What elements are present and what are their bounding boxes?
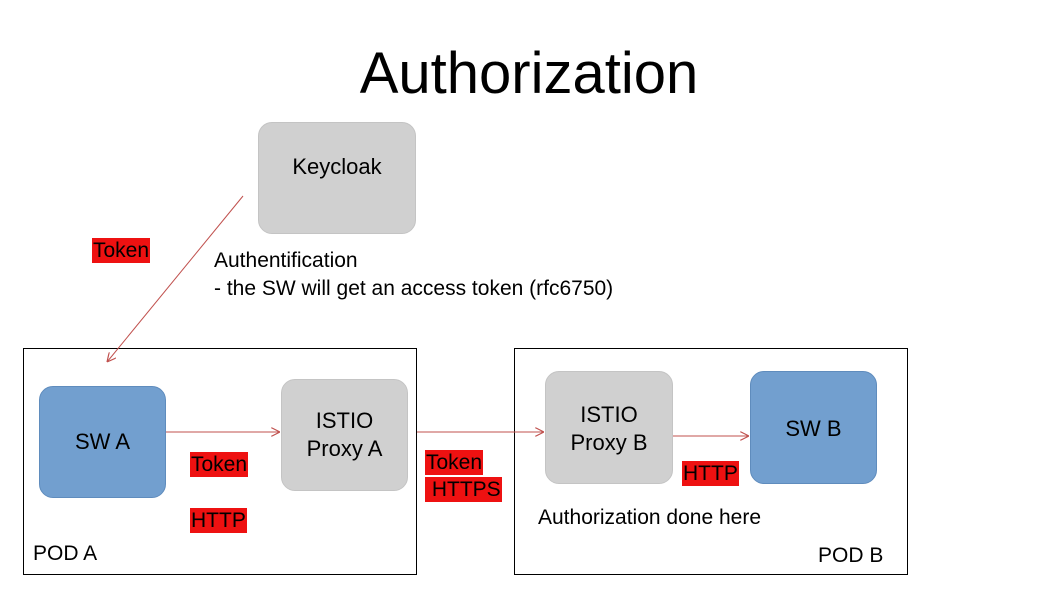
istio-proxy-b-line2: Proxy B (570, 430, 648, 455)
keycloak-label: Keycloak (292, 154, 382, 179)
http-tag-pod-a: HTTP (190, 508, 247, 533)
istio-proxy-a-line2: Proxy A (306, 436, 383, 461)
https-tag-between: HTTPS (425, 477, 502, 502)
token-tag-between: Token (425, 450, 484, 475)
authentication-note-line1: Authentification (214, 249, 358, 272)
pod-a-label: POD A (33, 542, 98, 565)
sw-a-label: SW A (74, 429, 130, 454)
sw-a-box[interactable]: SW A (39, 386, 166, 498)
authentication-note-line2: - the SW will get an access token (rfc67… (214, 277, 614, 300)
istio-proxy-a-line1: ISTIO (315, 408, 374, 433)
keycloak-box[interactable]: Keycloak (258, 122, 416, 234)
arrow-keycloak-to-sw-a (107, 195, 244, 362)
pod-b-label: POD B (818, 544, 884, 567)
istio-proxy-a-box[interactable]: ISTIO Proxy A (281, 379, 408, 491)
istio-proxy-b-line1: ISTIO (580, 402, 638, 427)
istio-proxy-b-box[interactable]: ISTIO Proxy B (545, 371, 673, 484)
page-title: Authorization (359, 41, 699, 106)
sw-b-box[interactable]: SW B (750, 371, 877, 484)
authorization-note: Authorization done here (538, 506, 761, 529)
sw-b-label: SW B (785, 416, 842, 441)
token-tag-keycloak: Token (92, 238, 151, 263)
http-tag-pod-b: HTTP (682, 461, 739, 486)
token-tag-pod-a: Token (190, 452, 249, 477)
